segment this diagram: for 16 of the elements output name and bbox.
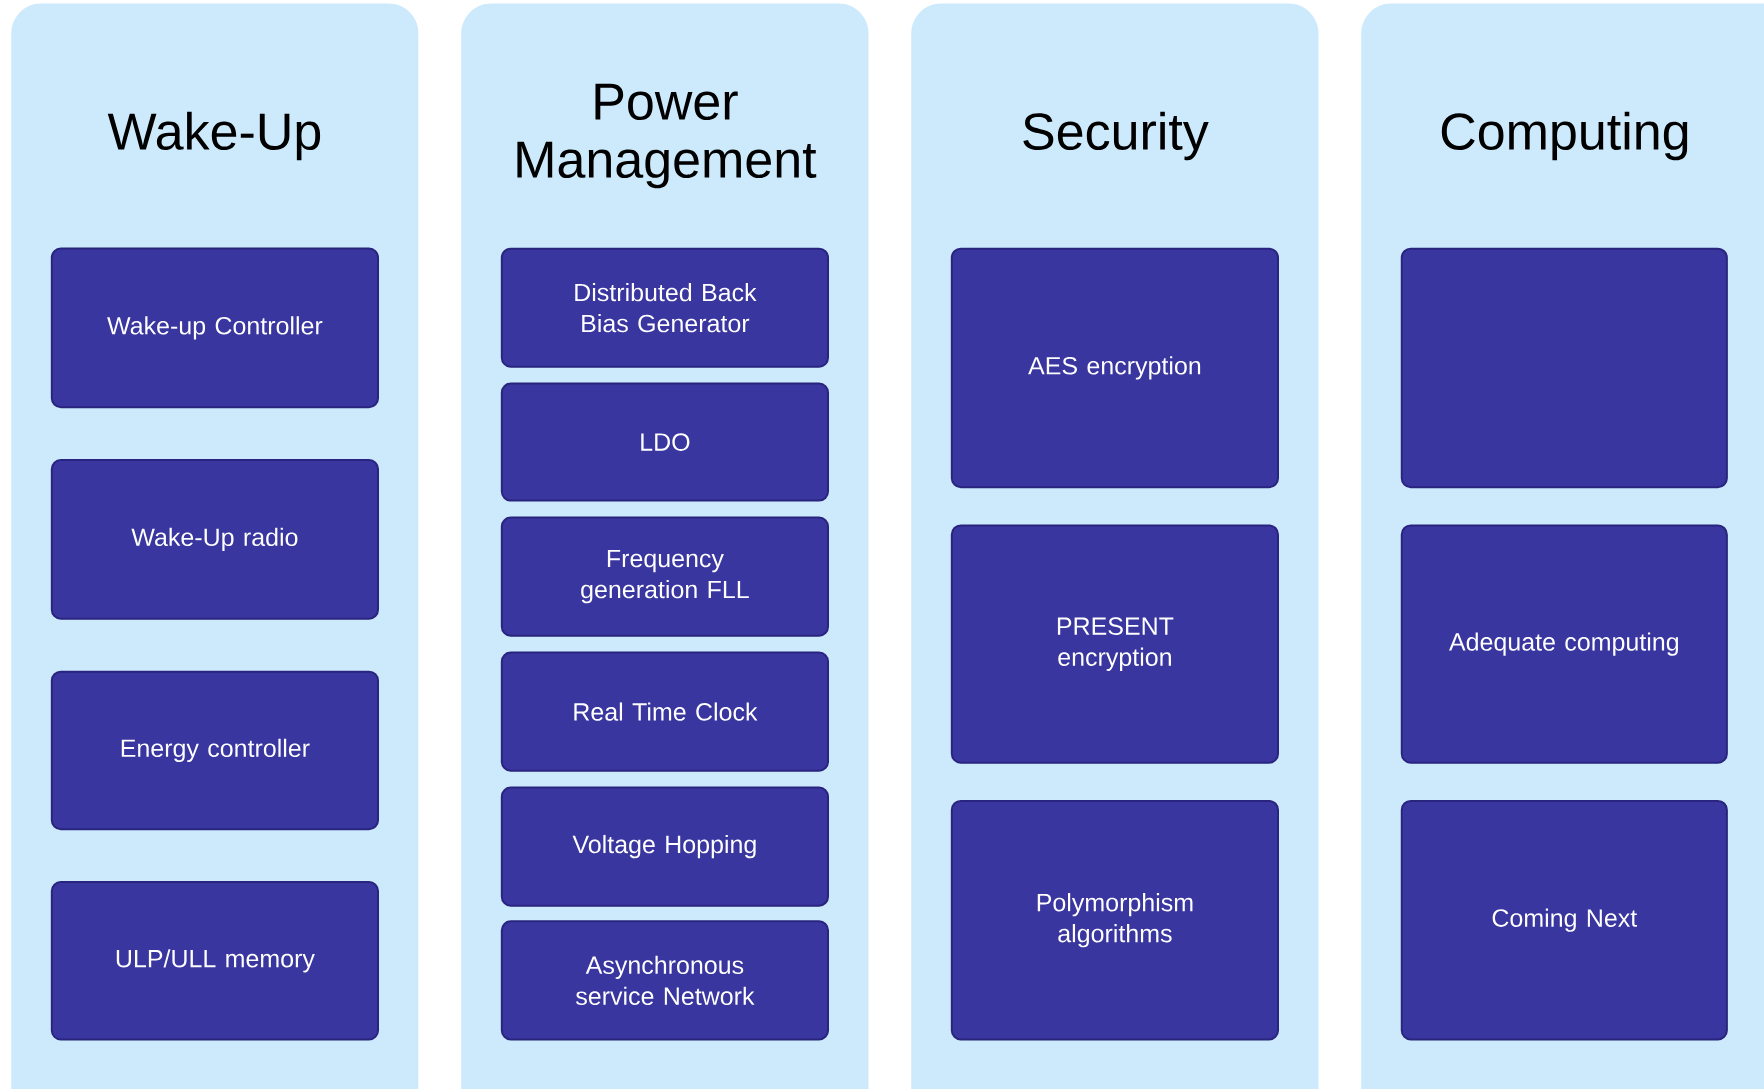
process-box: Distributed Back Bias Generator (500, 247, 829, 368)
process-box: ULP/ULL memory (50, 881, 379, 1041)
process-box: PRESENT encryption (950, 524, 1279, 764)
process-box (1400, 247, 1728, 489)
process-box: Real Time Clock (500, 651, 829, 772)
process-box: Wake-up Controller (50, 247, 379, 409)
process-box: Asynchronous service Network (500, 920, 829, 1041)
process-box: Polymorphism algorithms (950, 799, 1279, 1041)
process-box: AES encryption (950, 247, 1279, 489)
process-box: Voltage Hopping (500, 786, 829, 907)
process-box: Coming Next (1400, 799, 1728, 1041)
process-box: Adequate computing (1400, 524, 1728, 764)
process-box: LDO (500, 382, 829, 502)
process-box: Wake-Up radio (50, 459, 379, 620)
process-box: Frequency generation FLL (500, 516, 829, 637)
process-box: Energy controller (50, 670, 379, 831)
